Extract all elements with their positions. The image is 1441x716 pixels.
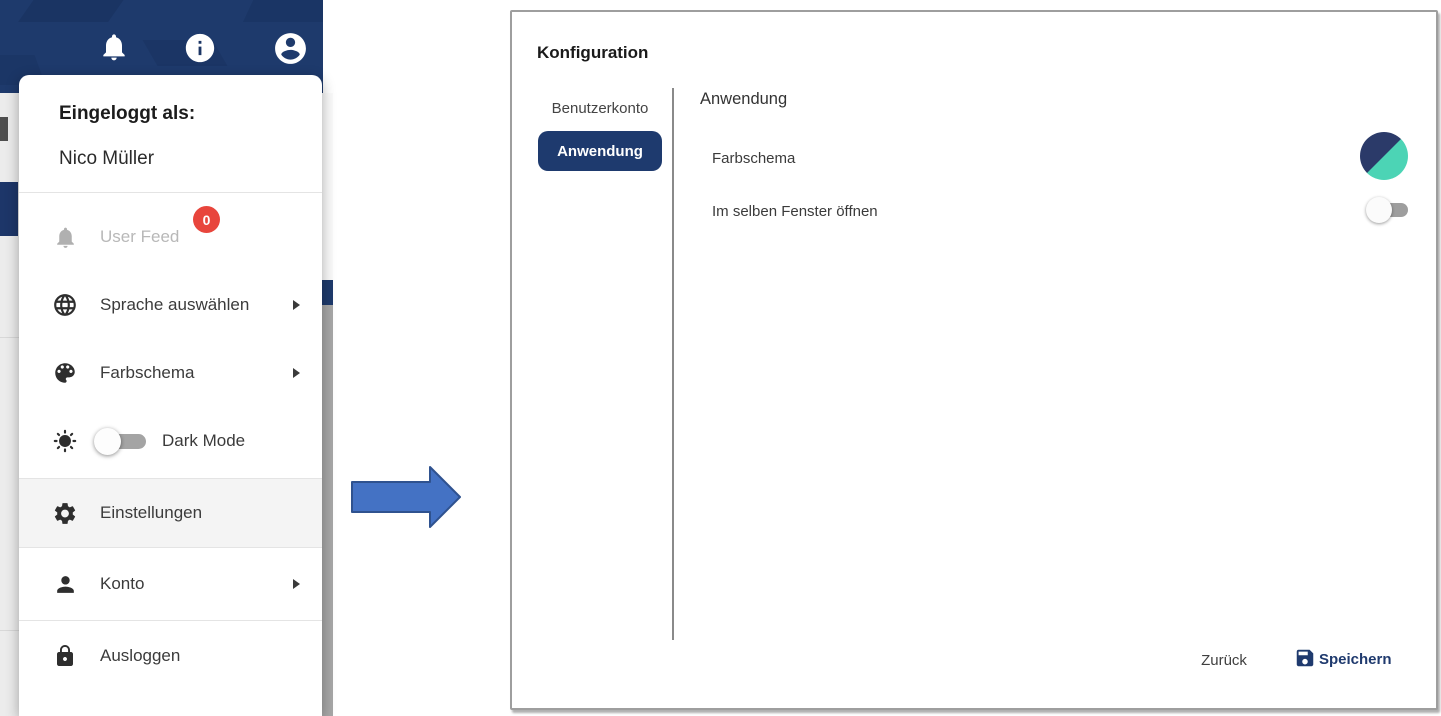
configuration-dialog: Konfiguration Benutzerkonto Anwendung An…	[510, 10, 1438, 710]
background-fragment	[322, 280, 333, 305]
bell-icon	[52, 224, 78, 250]
panel-heading: Anwendung	[700, 90, 788, 108]
background-fragment	[0, 182, 18, 236]
page-background-sliver	[0, 93, 19, 716]
menu-item-user-feed[interactable]: User Feed 0	[19, 203, 322, 271]
save-button[interactable]: Speichern	[1294, 640, 1392, 678]
globe-icon	[52, 292, 78, 318]
menu-item-label: Sprache auswählen	[100, 295, 250, 314]
menu-item-label: Einstellungen	[100, 503, 203, 522]
notification-count-badge: 0	[193, 206, 220, 233]
topbar-pattern	[18, 0, 132, 22]
user-dropdown-menu: Eingeloggt als: Nico Müller User Feed 0 …	[19, 75, 322, 716]
person-icon	[52, 571, 78, 597]
account-icon[interactable]	[272, 30, 309, 72]
background-divider	[0, 337, 19, 338]
menu-divider	[19, 620, 322, 621]
gear-icon	[52, 500, 78, 526]
tab-benutzerkonto[interactable]: Benutzerkonto	[551, 100, 649, 117]
menu-divider	[19, 192, 322, 193]
topbar-pattern	[243, 0, 323, 22]
menu-item-color-scheme[interactable]: Farbschema	[19, 339, 322, 407]
tab-anwendung[interactable]: Anwendung	[538, 131, 662, 171]
menu-item-label: Dark Mode	[162, 431, 246, 450]
dialog-vertical-divider	[672, 88, 674, 640]
info-icon[interactable]	[183, 31, 217, 70]
save-button-label: Speichern	[1319, 650, 1392, 668]
menu-item-dark-mode[interactable]: Dark Mode	[19, 407, 322, 475]
page-scrollbar[interactable]	[322, 305, 333, 716]
chevron-right-icon	[293, 579, 300, 589]
menu-item-label: Farbschema	[100, 363, 195, 382]
color-scheme-circle[interactable]	[1360, 132, 1408, 180]
menu-item-logout[interactable]: Ausloggen	[19, 621, 322, 691]
menu-item-settings[interactable]: Einstellungen	[19, 479, 322, 547]
lock-icon	[52, 643, 78, 669]
menu-item-account[interactable]: Konto	[19, 548, 322, 620]
toggle-knob	[94, 428, 121, 455]
chevron-right-icon	[293, 368, 300, 378]
notifications-bell-icon[interactable]	[98, 30, 130, 69]
brightness-icon	[52, 428, 78, 454]
palette-icon	[52, 360, 78, 386]
user-name: Nico Müller	[59, 148, 155, 169]
same-window-toggle[interactable]	[1366, 197, 1410, 223]
menu-divider	[19, 478, 322, 479]
logged-in-as-label: Eingeloggt als:	[59, 103, 196, 124]
chevron-right-icon	[293, 300, 300, 310]
menu-item-label: Ausloggen	[100, 646, 181, 665]
page-background-sliver	[322, 93, 333, 716]
background-divider	[0, 630, 19, 631]
save-floppy-icon	[1294, 647, 1316, 672]
setting-label-same-window: Im selben Fenster öffnen	[712, 203, 878, 220]
menu-item-label: Konto	[100, 574, 145, 593]
menu-item-select-language[interactable]: Sprache auswählen	[19, 271, 322, 339]
toggle-knob	[1366, 197, 1392, 223]
back-button[interactable]: Zurück	[1184, 644, 1264, 676]
menu-item-label: User Feed	[100, 227, 180, 246]
setting-label-color-scheme: Farbschema	[712, 150, 796, 167]
menu-header: Eingeloggt als: Nico Müller	[19, 75, 322, 192]
dark-mode-toggle[interactable]	[94, 427, 146, 455]
menu-divider	[19, 547, 322, 548]
annotation-arrow-right	[350, 465, 464, 536]
background-fragment	[0, 117, 8, 141]
dialog-title: Konfiguration	[537, 43, 649, 62]
